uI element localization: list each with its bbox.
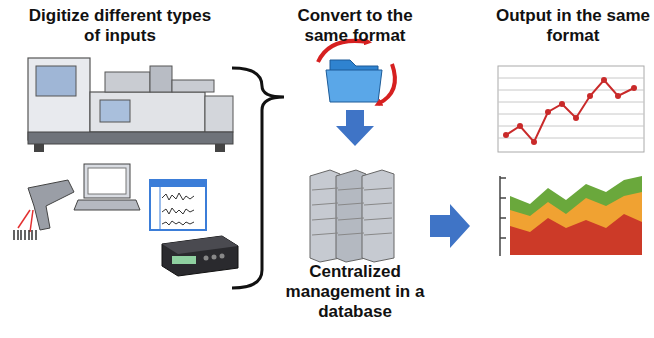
line-chart <box>498 66 644 152</box>
waveform-window <box>150 180 206 230</box>
right-arrow <box>430 204 470 248</box>
down-arrow <box>336 110 374 146</box>
laptop <box>74 164 140 210</box>
server-racks <box>310 170 394 262</box>
area-chart <box>500 176 642 256</box>
heading-label: Output in the same format <box>493 6 653 46</box>
molding-machine <box>28 58 233 152</box>
data-logger <box>162 236 238 276</box>
folder-icon <box>318 41 395 104</box>
heading-label: Convert to the same format <box>275 6 435 46</box>
heading-label: Centralized management in a database <box>270 262 440 322</box>
brace <box>232 68 284 288</box>
barcode-scanner <box>14 180 74 240</box>
heading-label: Digitize different types of inputs <box>20 6 220 46</box>
